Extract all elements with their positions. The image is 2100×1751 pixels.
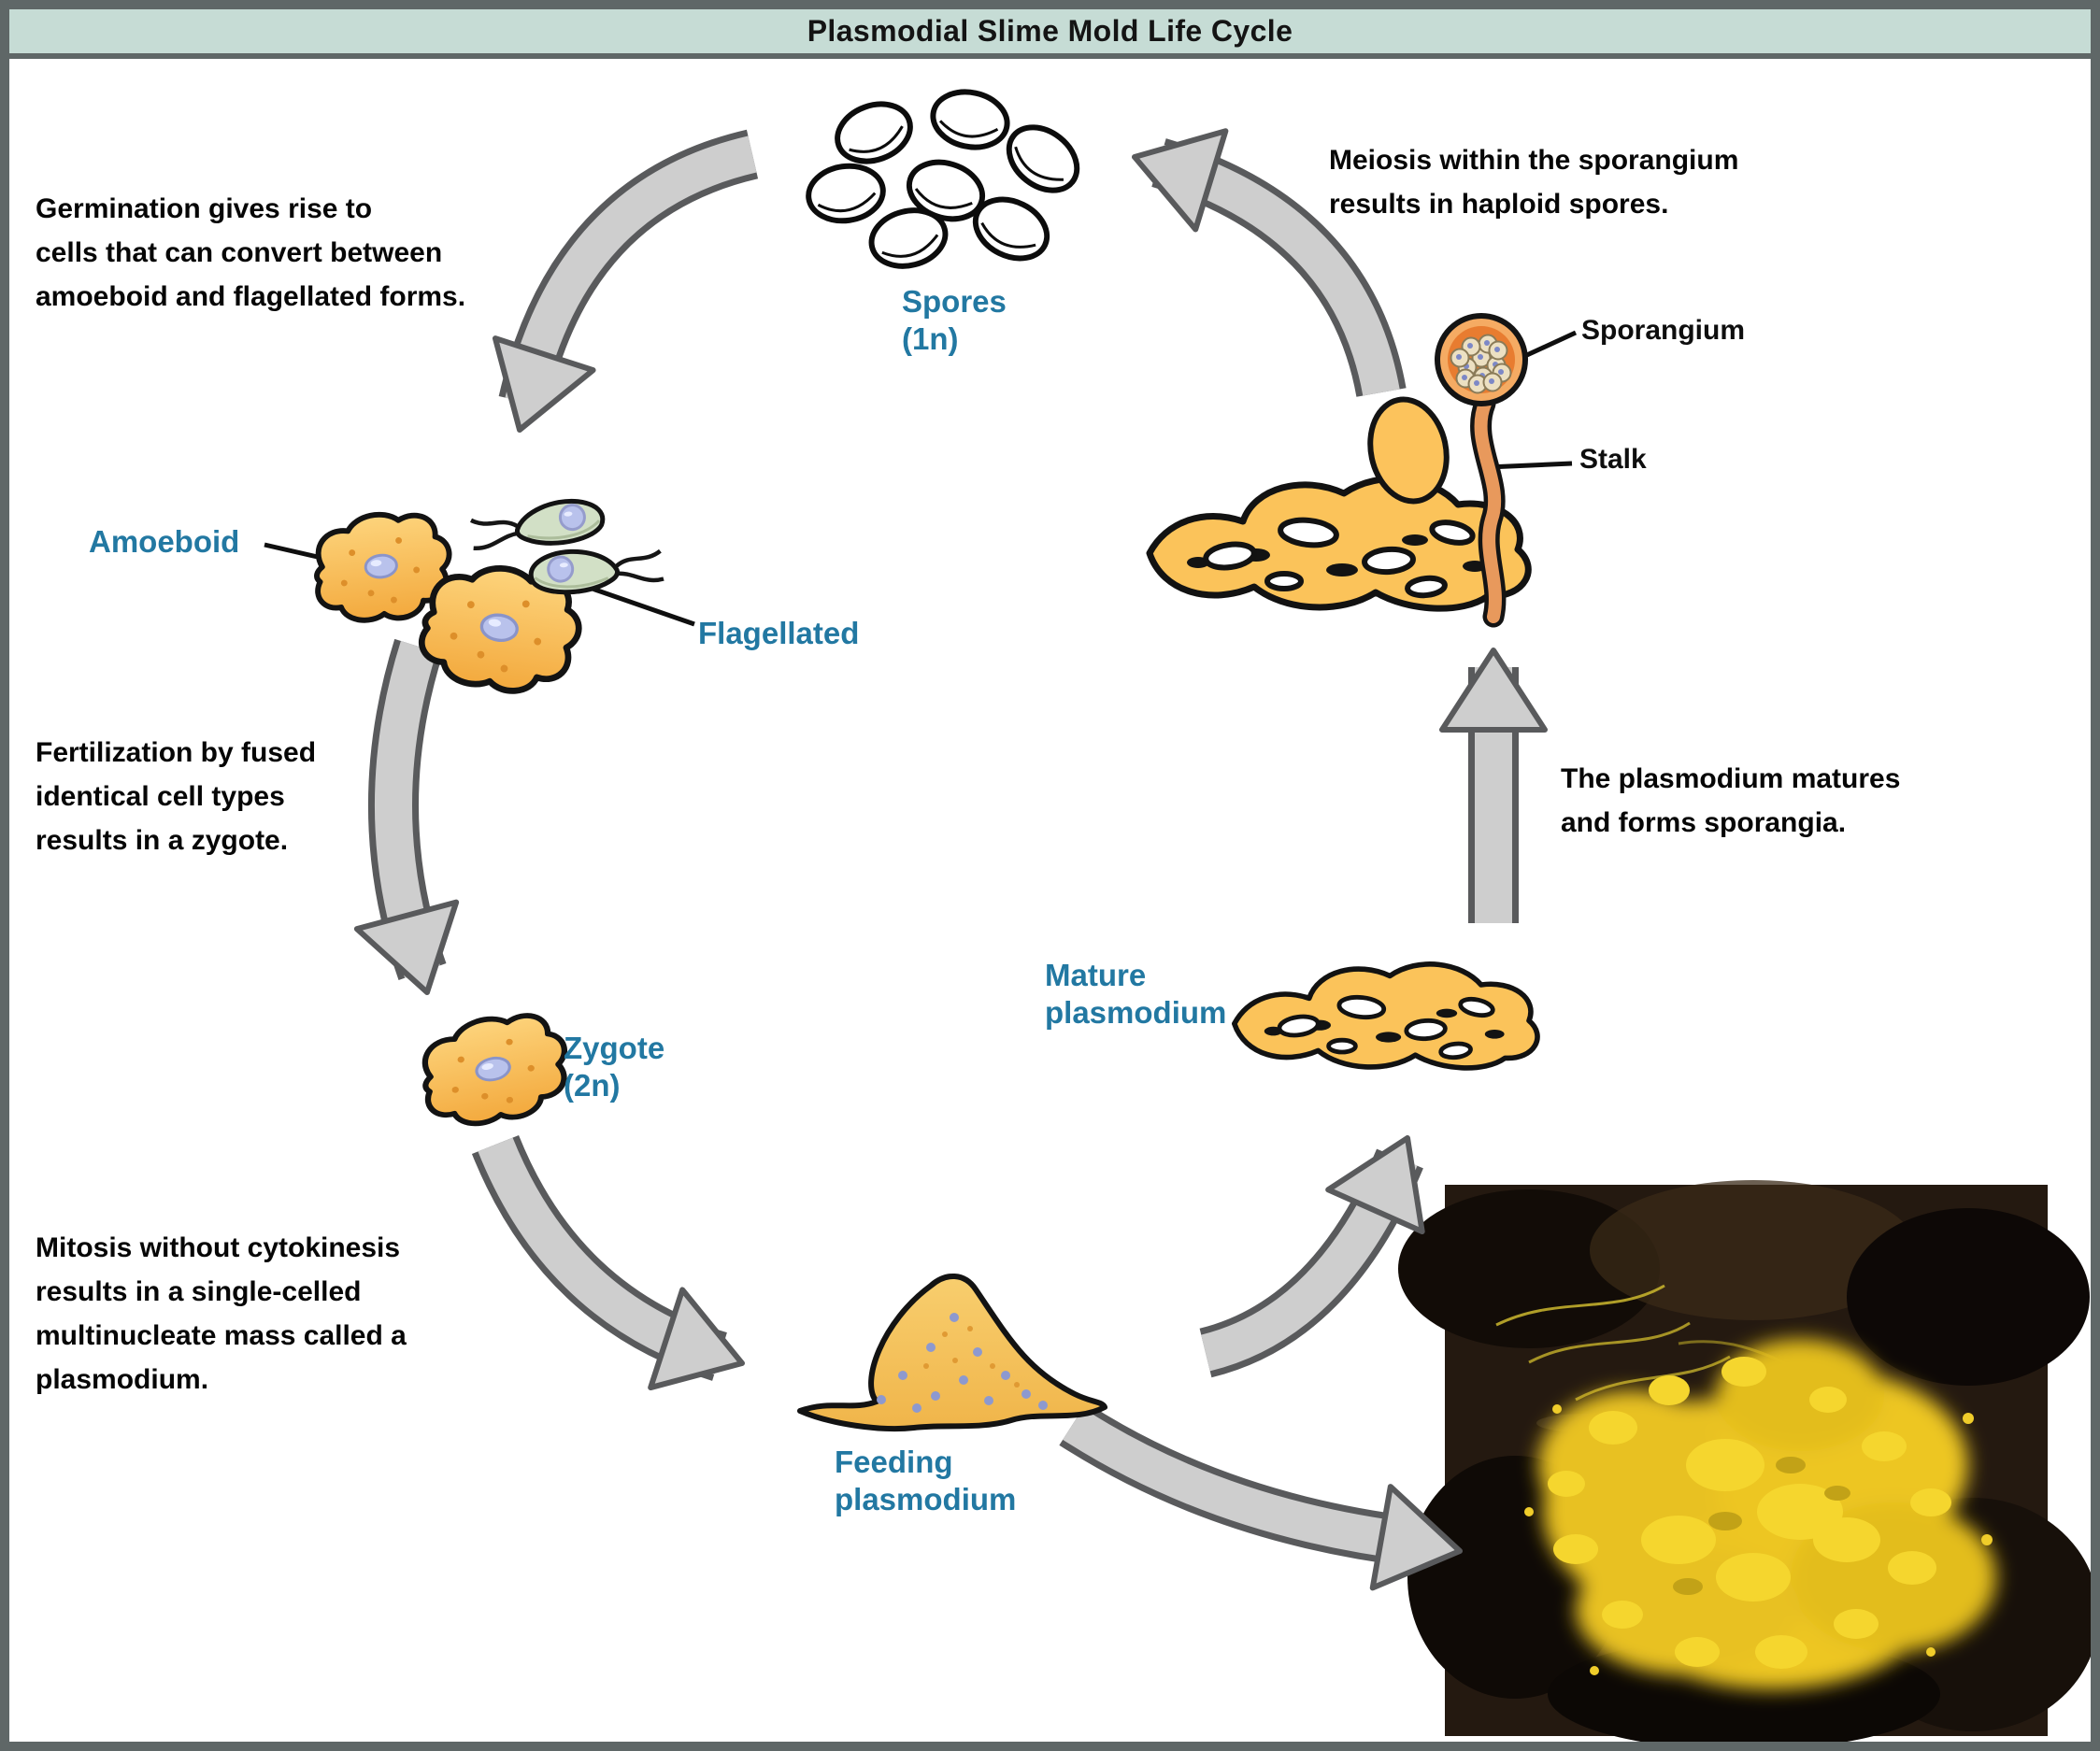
sporangium-head: [1435, 313, 1528, 406]
sporangium-label: Sporangium: [1581, 315, 1746, 346]
mature-plasmodium-illustration: [1235, 964, 1537, 1068]
feeding-plasmodium-illustration: [797, 1274, 1107, 1432]
annotation-line: and forms sporangia.: [1561, 807, 1847, 838]
stalk-shape: [1474, 397, 1502, 623]
arrow-mature-plasmodium-to-sporangia: [1439, 648, 1548, 923]
annotation-line: multinucleate mass called a: [36, 1320, 407, 1351]
stage-label-line: Feeding: [835, 1445, 953, 1479]
stage-label-line: (1n): [902, 321, 959, 356]
amoeboid-label: Amoeboid: [89, 524, 240, 559]
arrow-feeding-to-mature-plasmodium: [1199, 1135, 1425, 1378]
stalk-label: Stalk: [1579, 444, 1647, 475]
stage-label-line: plasmodium: [835, 1482, 1017, 1516]
annotation-line: results in a single-celled: [36, 1276, 362, 1307]
annotation-line: plasmodium.: [36, 1364, 209, 1395]
mature-plasmodium-label: Mature plasmodium: [1045, 957, 1226, 1032]
stage-label-line: Zygote: [564, 1031, 665, 1065]
zygote-illustration: [414, 1004, 577, 1134]
annotation-line: amoeboid and flagellated forms.: [36, 281, 466, 312]
annotation-line: The plasmodium matures: [1561, 763, 1901, 794]
mitosis-annotation: Mitosis without cytokinesis results in a…: [36, 1226, 407, 1402]
pre-sporangium-blob: [1367, 396, 1450, 505]
annotation-line: results in haploid spores.: [1329, 189, 1669, 220]
arrow-zygote-to-feeding-plasmodium: [471, 1134, 745, 1391]
annotation-line: results in a zygote.: [36, 825, 289, 856]
arrow-spores-to-amoeboid: [492, 129, 759, 433]
annotation-line: Mitosis without cytokinesis: [36, 1232, 401, 1263]
zygote-label: Zygote (2n): [564, 1030, 664, 1104]
figure-title: Plasmodial Slime Mold Life Cycle: [807, 14, 1293, 48]
stage-label-line: plasmodium: [1045, 995, 1227, 1030]
flagellated-pointer-line: [586, 584, 695, 627]
annotation-line: cells that can convert between: [36, 237, 443, 268]
stage-label-line: Spores: [902, 284, 1007, 319]
annotation-line: Germination gives rise to: [36, 193, 373, 224]
spores-illustration: [805, 85, 1089, 273]
stage-label-line: (2n): [564, 1068, 621, 1103]
meiosis-annotation: Meiosis within the sporangium results in…: [1329, 138, 1738, 226]
spores-label: Spores (1n): [902, 283, 1007, 358]
flagellated-label: Flagellated: [698, 616, 860, 650]
feeding-plasmodium-label: Feeding plasmodium: [835, 1444, 1016, 1518]
plasmodium-photo: [1398, 1180, 2099, 1750]
annotation-line: identical cell types: [36, 781, 285, 812]
sporangia-structure-illustration: [1150, 313, 1528, 628]
arrow-feeding-plasmodium-to-photo: [1059, 1402, 1463, 1591]
arrow-amoeboid-to-zygote: [353, 638, 460, 995]
stalk-pointer-line: [1487, 461, 1573, 470]
fertilization-annotation: Fertilization by fused identical cell ty…: [36, 731, 316, 862]
arrow-sporangia-to-spores: [1132, 128, 1407, 398]
germination-annotation: Germination gives rise to cells that can…: [36, 187, 465, 319]
stage-label-line: Mature: [1045, 958, 1147, 992]
title-bar: Plasmodial Slime Mold Life Cycle: [9, 9, 2091, 59]
annotation-line: Meiosis within the sporangium: [1329, 145, 1739, 176]
annotation-line: Fertilization by fused: [36, 737, 317, 768]
maturation-annotation: The plasmodium matures and forms sporang…: [1561, 757, 1900, 845]
